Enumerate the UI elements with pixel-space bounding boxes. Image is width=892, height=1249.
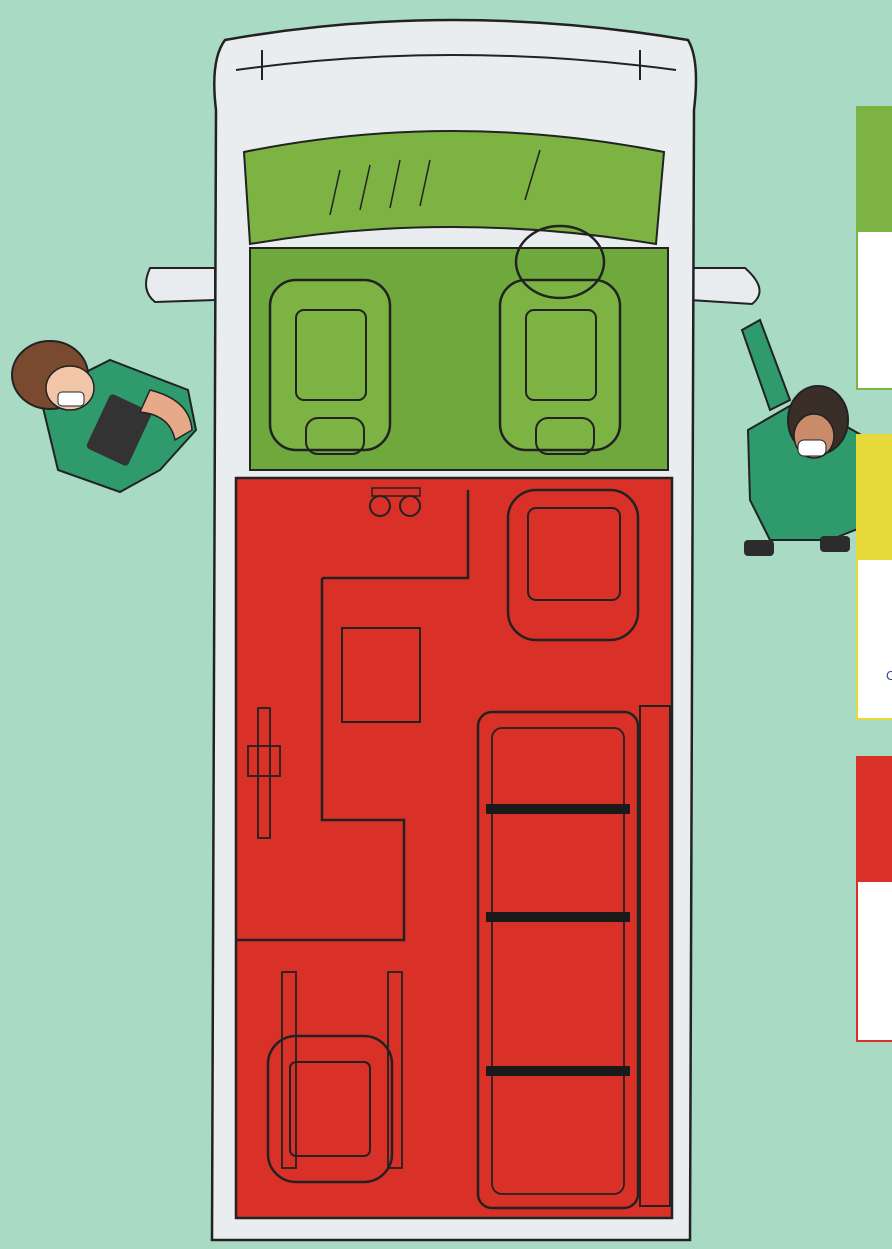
zone-card-red-header	[858, 758, 892, 882]
right-mirror-icon	[690, 268, 760, 304]
rear-compartment-zone	[236, 478, 672, 1218]
stretcher-icon	[478, 712, 638, 1208]
zone-card-yellow: C	[856, 434, 892, 720]
zone-card-green	[856, 106, 892, 390]
zone-card-yellow-header	[858, 436, 892, 560]
zone-card-green-header	[858, 108, 892, 232]
driver-seat-icon	[270, 280, 390, 454]
left-mirror-icon	[146, 268, 215, 302]
paramedic-holding-tablet-icon	[12, 341, 196, 492]
passenger-seat-icon	[500, 280, 620, 454]
zone-card-yellow-text: C	[886, 668, 892, 683]
cab-zone	[244, 131, 668, 470]
zone-card-red	[856, 756, 892, 1042]
attendant-seat-icon	[508, 490, 638, 640]
